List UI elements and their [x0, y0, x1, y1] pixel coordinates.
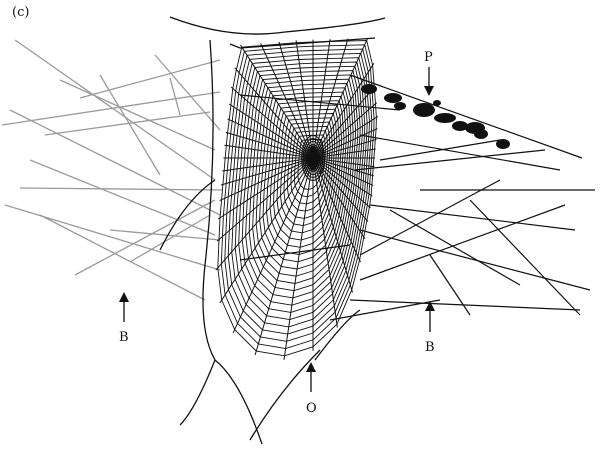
gray-barrier-threads: [1, 39, 223, 301]
spiral-thread: [231, 57, 368, 328]
spiral-thread: [248, 78, 357, 292]
label-p: P: [424, 50, 433, 65]
spiral-thread: [217, 40, 377, 357]
spiral-thread: [276, 113, 338, 234]
hub-ring: [304, 140, 322, 176]
spiral-thread: [297, 138, 324, 190]
arrow-b-left: [119, 292, 129, 322]
spiral-thread: [262, 95, 347, 263]
spiral-thread: [290, 130, 329, 205]
spiral-thread: [234, 61, 366, 321]
arrow-p: [424, 67, 434, 96]
spiral-thread: [224, 48, 373, 342]
arrow-o: [306, 362, 316, 392]
spiral-thread: [280, 117, 336, 227]
label-b-right: B: [425, 340, 435, 355]
arrow-b-right: [425, 301, 435, 332]
radial-thread: [254, 157, 314, 356]
orb-web: [215, 37, 378, 360]
hub-ring: [302, 137, 324, 179]
spiral-thread: [241, 70, 361, 306]
arrows: [119, 67, 435, 392]
radial-thread: [312, 38, 349, 159]
spiral-thread: [245, 74, 359, 299]
panel-label: (c): [12, 5, 29, 20]
spiral-thread: [283, 121, 333, 219]
label-b-left: B: [119, 330, 129, 345]
radial-thread: [232, 157, 314, 334]
hub-ring: [301, 134, 325, 182]
frame-threads: [159, 16, 386, 445]
spiral-thread: [227, 52, 370, 335]
label-o: O: [306, 401, 317, 416]
spiral-thread: [286, 125, 331, 212]
spiral-thread: [255, 87, 352, 277]
spiral-thread: [252, 83, 354, 284]
spiral-thread: [238, 65, 363, 313]
spiral-thread: [220, 44, 375, 350]
spiral-thread: [266, 100, 345, 255]
spiral-thread: [273, 108, 340, 241]
support-threads: [239, 74, 595, 321]
spiral-thread: [269, 104, 343, 248]
prey-cluster: [361, 84, 510, 149]
spiral-thread: [259, 91, 350, 270]
radial-thread: [283, 157, 314, 360]
hub-ring: [305, 143, 321, 173]
spiral-thread: [293, 134, 326, 198]
web-hub: [307, 145, 319, 171]
